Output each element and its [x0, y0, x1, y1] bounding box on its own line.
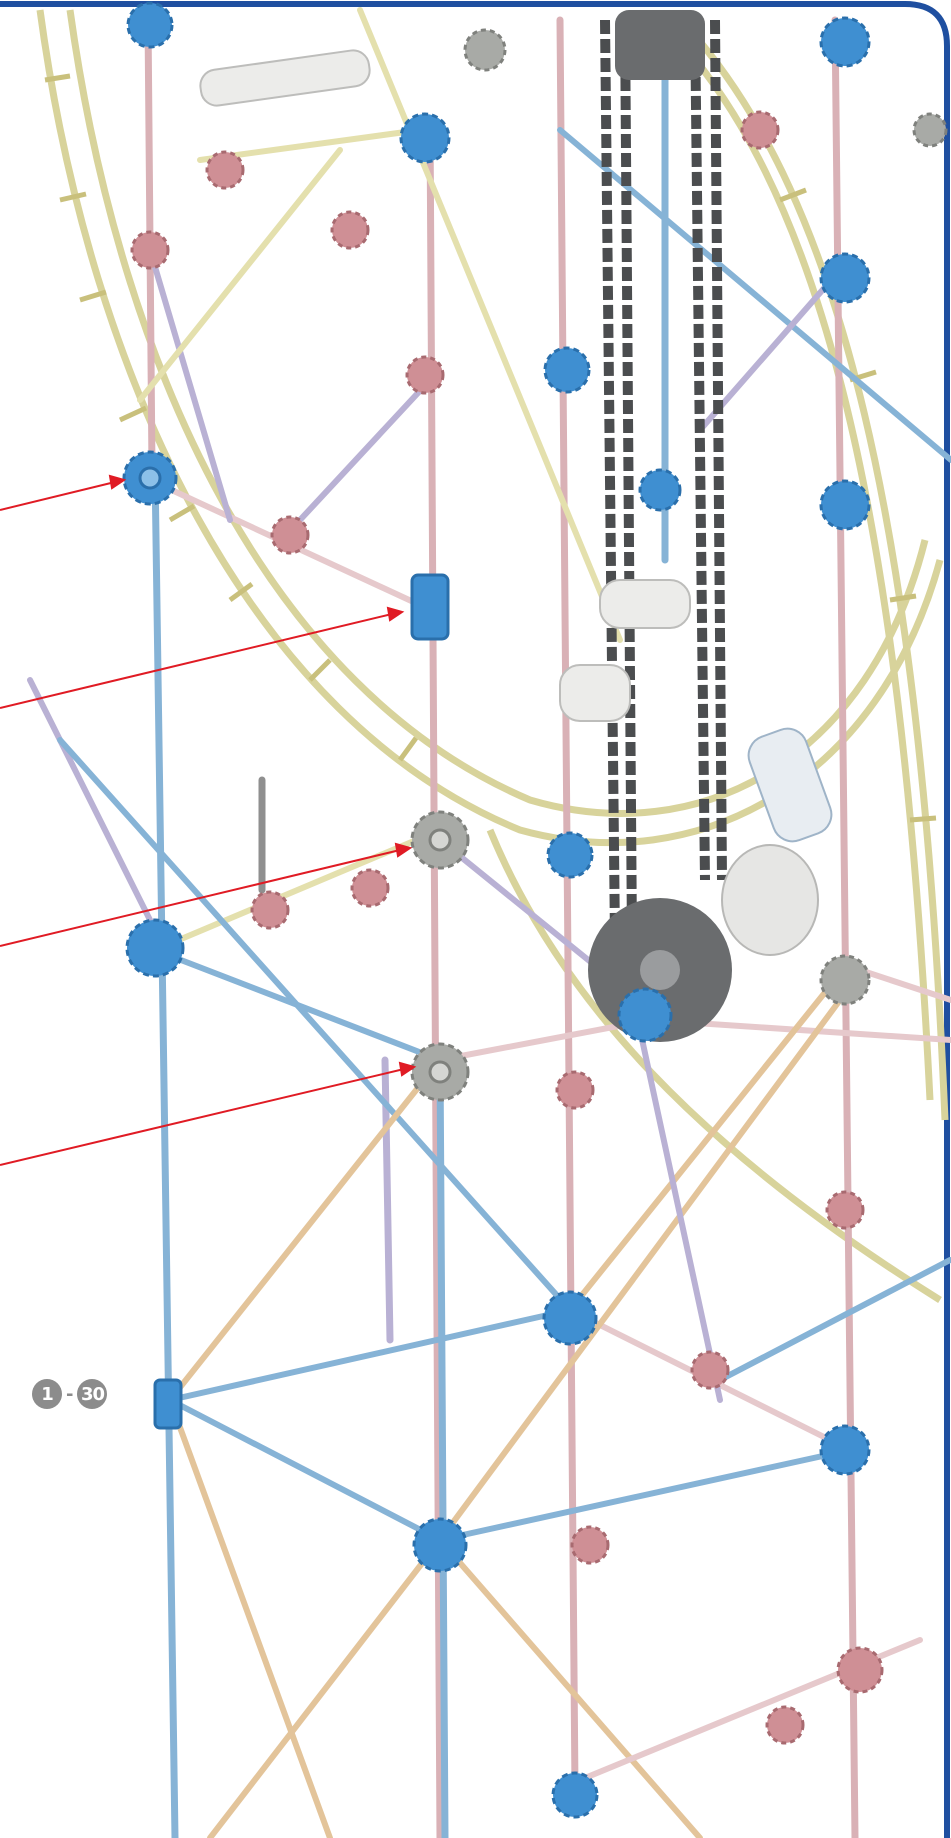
- arrowhead-1: [108, 474, 127, 490]
- blue-connector-mid: [410, 573, 450, 641]
- gray-connector-lower: [410, 1042, 470, 1102]
- gray-connector-center: [410, 810, 470, 870]
- lift-chains: [600, 19, 727, 941]
- step-separator: -: [66, 1383, 74, 1405]
- track-ties: [44, 73, 937, 823]
- axle-rollers: [199, 49, 833, 843]
- step-end-badge: 30: [77, 1379, 108, 1409]
- coaster-track: [36, 9, 949, 1303]
- arrowhead-4: [398, 1061, 417, 1077]
- top-chain-sprocket: [615, 10, 705, 80]
- cross-rods: [27, 7, 951, 1838]
- callout-line-1: [0, 481, 116, 511]
- arrowhead-2: [386, 606, 405, 622]
- step-range-indicator: 1 - 30: [32, 1379, 108, 1409]
- callout-line-3: [0, 849, 401, 947]
- callout-line-4: [0, 1068, 405, 1166]
- arrowhead-3: [394, 842, 413, 858]
- blue-connector-upper-left: [122, 450, 178, 506]
- connectors: [122, 1, 948, 1819]
- step-start-badge: 1: [32, 1379, 62, 1409]
- callout-line-2: [0, 613, 393, 709]
- callout-arrows: [0, 474, 417, 1166]
